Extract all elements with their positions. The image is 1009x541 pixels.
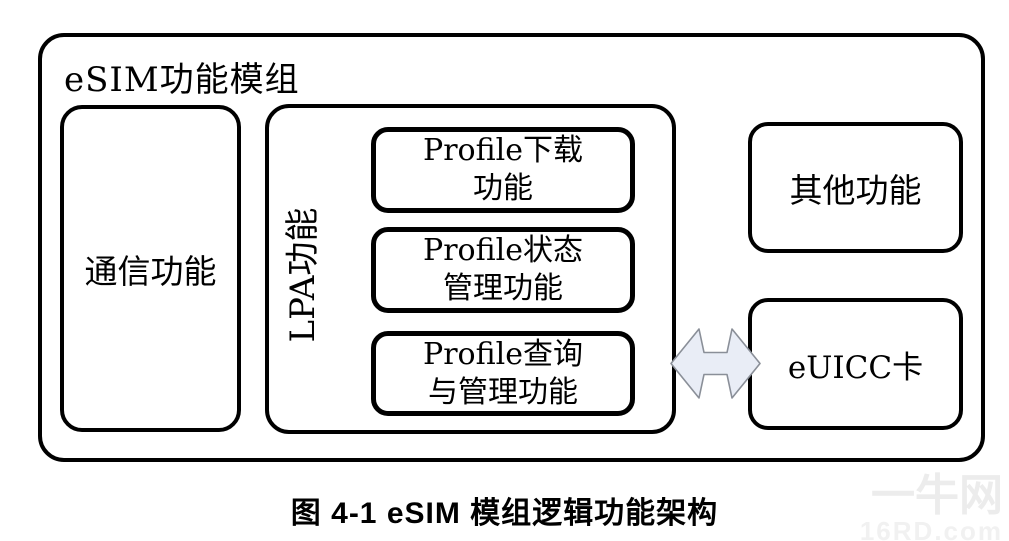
profile-query-line2: 与管理功能 (428, 374, 578, 410)
euicc-card-box: eUICC卡 (748, 298, 963, 430)
figure-caption: 图 4-1 eSIM 模组逻辑功能架构 (290, 497, 719, 530)
profile-query-box: Profile查询 与管理功能 (371, 331, 635, 416)
profile-download-line2: 功能 (473, 171, 533, 206)
profile-download-box: Profile下载 功能 (371, 127, 635, 213)
profile-status-box: Profile状态 管理功能 (371, 227, 635, 313)
euicc-card-label: eUICC卡 (787, 349, 924, 386)
other-function-box: 其他功能 (748, 122, 963, 253)
profile-status-line1: Profile状态 (423, 233, 583, 268)
profile-download-line1: Profile下载 (423, 133, 583, 168)
other-function-label: 其他功能 (789, 170, 922, 210)
comm-function-label: 通信功能 (84, 251, 217, 291)
profile-status-line2: 管理功能 (443, 271, 563, 306)
lpa-function-label: LPA功能 (283, 207, 323, 343)
comm-function-box: 通信功能 (60, 105, 241, 432)
double-arrow-icon (670, 328, 761, 399)
esim-module-title: eSIM功能模组 (64, 60, 300, 100)
profile-query-line1: Profile查询 (423, 336, 583, 372)
